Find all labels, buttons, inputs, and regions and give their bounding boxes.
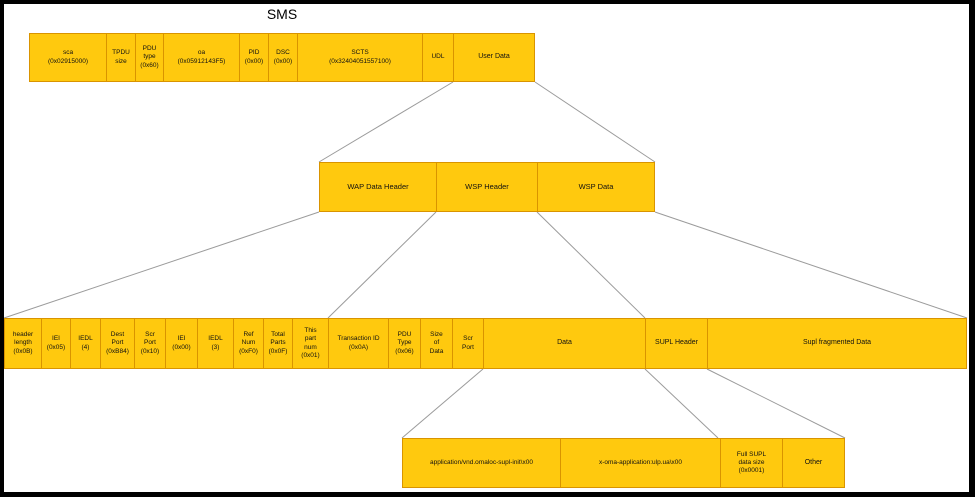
field-wsp-data: WSP Data	[578, 182, 614, 192]
field-full-supl-data-size: Full SUPL data size (0x0001)	[721, 439, 783, 487]
field-size-of-data: Size of Data	[421, 319, 453, 368]
diagram-title: SMS	[266, 6, 298, 22]
field-supl-header: SUPL Header	[646, 319, 708, 368]
detail-row: header length (0x0B) IEI (0x05) IEDL (4)…	[4, 318, 967, 369]
field-supl-fragmented-data: Supl fragmented Data	[802, 339, 872, 347]
connector-line	[327, 211, 437, 319]
field-scr-port-2: Scr Port	[453, 319, 484, 368]
connector-line	[534, 81, 656, 163]
field-oa: oa (0x05912143F5)	[164, 34, 240, 81]
field-this-part-num: This part num (0x01)	[293, 319, 329, 368]
field-app-id: x-oma-application:ulp.ua\x00	[561, 439, 721, 487]
field-scts: SCTS (0x32404051557100)	[298, 34, 423, 81]
field-scr-port-1: Scr Port (0x10)	[135, 319, 166, 368]
field-data: Data	[484, 319, 646, 368]
field-iei-2: IEI (0x00)	[166, 319, 198, 368]
field-sca: sca (0x02915000)	[30, 34, 107, 81]
connector-line	[644, 368, 719, 439]
field-transaction-id: Transaction ID (0x0A)	[329, 319, 389, 368]
field-header-length: header length (0x0B)	[5, 319, 42, 368]
field-ref-num: Ref Num (0xF0)	[234, 319, 264, 368]
connector-line	[3, 211, 320, 319]
connector-line	[706, 368, 846, 439]
connector-line	[318, 81, 454, 163]
sms-pdu-row: sca (0x02915000) TPDU size PDU type (0x6…	[29, 33, 535, 82]
field-dest-port: Dest Port (0xB84)	[101, 319, 135, 368]
field-iei-1: IEI (0x05)	[42, 319, 71, 368]
connector-line	[401, 368, 484, 439]
field-pdu-type: PDU type (0x60)	[136, 34, 164, 81]
field-pdu-type-2: PDU Type (0x06)	[389, 319, 421, 368]
field-iedl-2: IEDL (3)	[198, 319, 234, 368]
supl-row: application/vnd.omaloc-supl-init\x00 x-o…	[402, 438, 845, 488]
connector-line	[536, 211, 646, 319]
field-other: Other	[804, 458, 823, 466]
wap-wsp-row: WAP Data Header WSP Header WSP Data	[319, 162, 655, 212]
field-user-data: User Data	[478, 53, 510, 61]
field-udl: UDL	[423, 34, 454, 81]
connector-line	[654, 211, 968, 319]
field-wap-data-header: WAP Data Header	[320, 163, 437, 211]
field-tpdu-size: TPDU size	[107, 34, 136, 81]
field-total-parts: Total Parts (0x0F)	[264, 319, 293, 368]
field-pid: PID (0x00)	[240, 34, 269, 81]
field-content-type: application/vnd.omaloc-supl-init\x00	[403, 439, 561, 487]
field-iedl-1: IEDL (4)	[71, 319, 101, 368]
field-wsp-header: WSP Header	[437, 163, 538, 211]
field-dsc: DSC (0x00)	[269, 34, 298, 81]
